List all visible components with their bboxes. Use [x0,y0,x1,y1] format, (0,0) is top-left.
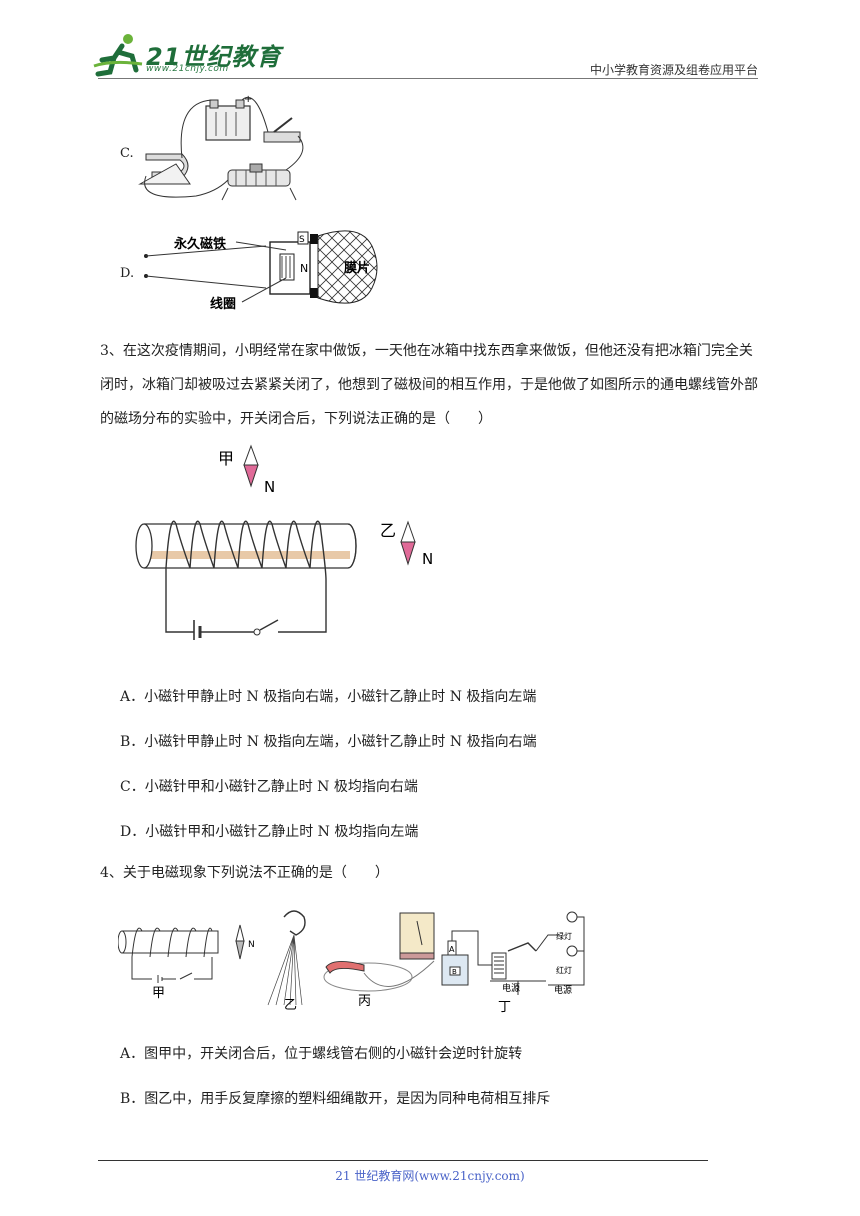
svg-text:+: + [244,94,252,105]
needle-yi-label: 乙 [380,521,396,540]
footer-divider [98,1160,708,1161]
magnet-label: 永久磁铁 [173,236,226,252]
question-3-figure: 甲 N 乙 N [135,444,433,640]
question-4-text: 4、关于电磁现象下列说法不正确的是（ ） [100,865,389,881]
option-d-label: D. [120,266,135,281]
fig-ding-red-lamp: 红灯 [556,965,572,975]
logo-url: www.21cnjy.com [146,64,229,74]
logo [92,30,267,78]
option-d-figure: S N 永久磁铁 膜片 线圈 [144,230,378,312]
needle-yi-n-label: N [422,550,433,568]
logo-text: 21世纪教育 [146,43,282,71]
question-4-figure: 甲 N 乙 丙 A B 电源 绿灯 红灯 电源 丁 [118,910,585,1015]
fig-ding-a-label: A [449,945,455,954]
needle-jia-north [243,464,259,488]
q3-option-a[interactable]: A．小磁针甲静止时 N 极指向右端，小磁针乙静止时 N 极指向左端 [120,689,537,705]
q3-option-b[interactable]: B．小磁针甲静止时 N 极指向左端，小磁针乙静止时 N 极指向右端 [120,734,537,750]
option-c-label: C. [120,146,134,161]
fig-jia-label: 甲 [152,986,165,1001]
fig-ding-green-lamp: 绿灯 [556,931,572,941]
fig-bing-label: 丙 [358,994,371,1009]
header-divider [98,78,758,79]
q3-option-d[interactable]: D．小磁针甲和小磁针乙静止时 N 极均指向左端 [120,824,419,840]
membrane-label: 膜片 [344,260,370,276]
q3-option-c[interactable]: C．小磁针甲和小磁针乙静止时 N 极均指向右端 [120,779,418,795]
fig-jia-n-label: N [248,940,255,950]
option-c-figure: + [138,94,304,201]
needle-jia-label: 甲 [218,449,234,468]
magnet-s-label: S [299,235,305,245]
q4-option-b[interactable]: B．图乙中，用手反复摩擦的塑料细绳散开，是因为同种电荷相互排斥 [120,1091,551,1107]
q4-option-a[interactable]: A．图甲中，开关闭合后，位于螺线管右侧的小磁针会逆时针旋转 [120,1046,523,1062]
question-3-text: 3、在这次疫情期间，小明经常在家中做饭，一天他在冰箱中找东西拿来做饭，但他还没有… [100,343,758,427]
fig-ding-b-label: B [452,968,457,976]
footer-link[interactable]: 21 世纪教育网(www.21cnjy.com) [335,1169,525,1183]
coil-label: 线圈 [210,296,236,312]
needle-jia-n-label: N [264,478,275,496]
magnet-n-label: N [300,262,308,275]
fig-yi-label: 乙 [284,998,297,1013]
fig-ding-label: 丁 [498,1000,511,1015]
logo-runner-icon [93,34,143,77]
fig-ding-power2: 电源 [554,984,572,996]
platform-name: 中小学教育资源及组卷应用平台 [589,63,758,77]
fig-ding-power1: 电源 [502,982,520,994]
needle-yi-north [400,541,416,566]
